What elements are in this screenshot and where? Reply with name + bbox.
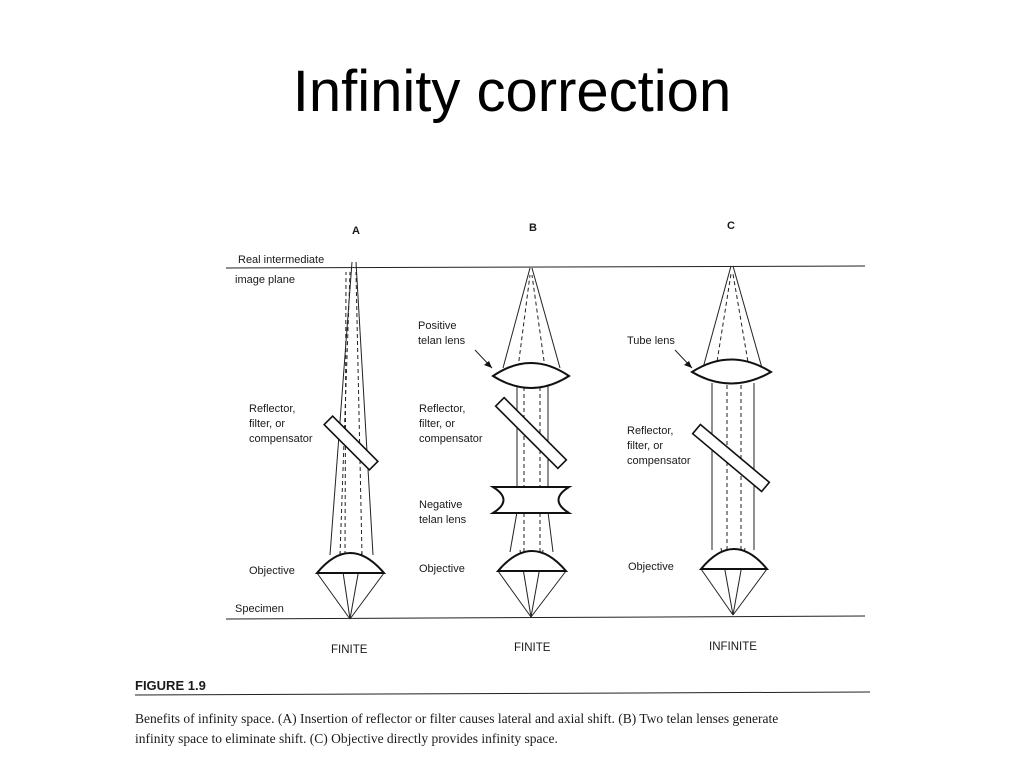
- infinite-label-c: INFINITE: [709, 641, 757, 653]
- figure-number: FIGURE 1.9: [135, 678, 206, 693]
- objective-lens-a: [314, 552, 387, 574]
- reflector-plate-b: [494, 396, 568, 470]
- panel-label-c: C: [727, 220, 735, 232]
- objective-label-c: Objective: [628, 561, 674, 573]
- tube-lens-label: Tube lens: [627, 335, 675, 347]
- negative-telan-label-1: Negative: [419, 499, 462, 511]
- negative-telan-label-2: telan lens: [419, 514, 467, 526]
- reflector-plate-c: [691, 423, 771, 493]
- reflector-label-a-1: Reflector,: [249, 403, 295, 415]
- reflector-label-a-3: compensator: [249, 433, 313, 445]
- reflector-label-c-2: filter, or: [627, 440, 663, 452]
- caption-line-1: Benefits of infinity space. (A) Insertio…: [135, 711, 778, 726]
- specimen-label: Specimen: [235, 603, 284, 615]
- caption-line-2: infinity space to eliminate shift. (C) O…: [135, 731, 558, 746]
- positive-telan-label-2: telan lens: [418, 335, 466, 347]
- panel-label-b: B: [529, 222, 537, 234]
- image-plane-label-2: image plane: [235, 274, 295, 286]
- panel-label-a: A: [352, 225, 360, 237]
- specimen-line: [225, 615, 866, 620]
- finite-label-b: FINITE: [514, 642, 551, 654]
- finite-label-a: FINITE: [331, 644, 368, 656]
- image-plane-line: [225, 265, 866, 269]
- tube-lens: [690, 358, 773, 385]
- panel-c: [674, 265, 773, 616]
- objective-lens-b: [495, 550, 569, 572]
- objective-label-a: Objective: [249, 565, 295, 577]
- reflector-label-b-2: filter, or: [419, 418, 455, 430]
- reflector-label-a-2: filter, or: [249, 418, 285, 430]
- positive-telan-lens: [491, 362, 571, 389]
- image-plane-label-1: Real intermediate: [238, 254, 324, 266]
- positive-telan-label-1: Positive: [418, 320, 457, 332]
- reflector-label-c-1: Reflector,: [627, 425, 673, 437]
- negative-telan-lens: [489, 486, 573, 514]
- caption-rule: [134, 691, 871, 696]
- objective-label-b: Objective: [419, 563, 465, 575]
- slide-title: Infinity correction: [292, 59, 732, 124]
- reflector-label-b-1: Reflector,: [419, 403, 465, 415]
- reflector-label-c-3: compensator: [627, 455, 691, 467]
- reflector-plate-a: [322, 414, 380, 472]
- objective-lens-c: [698, 548, 770, 570]
- panel-a: [314, 261, 387, 620]
- reflector-label-b-3: compensator: [419, 433, 483, 445]
- panel-b: [474, 267, 573, 618]
